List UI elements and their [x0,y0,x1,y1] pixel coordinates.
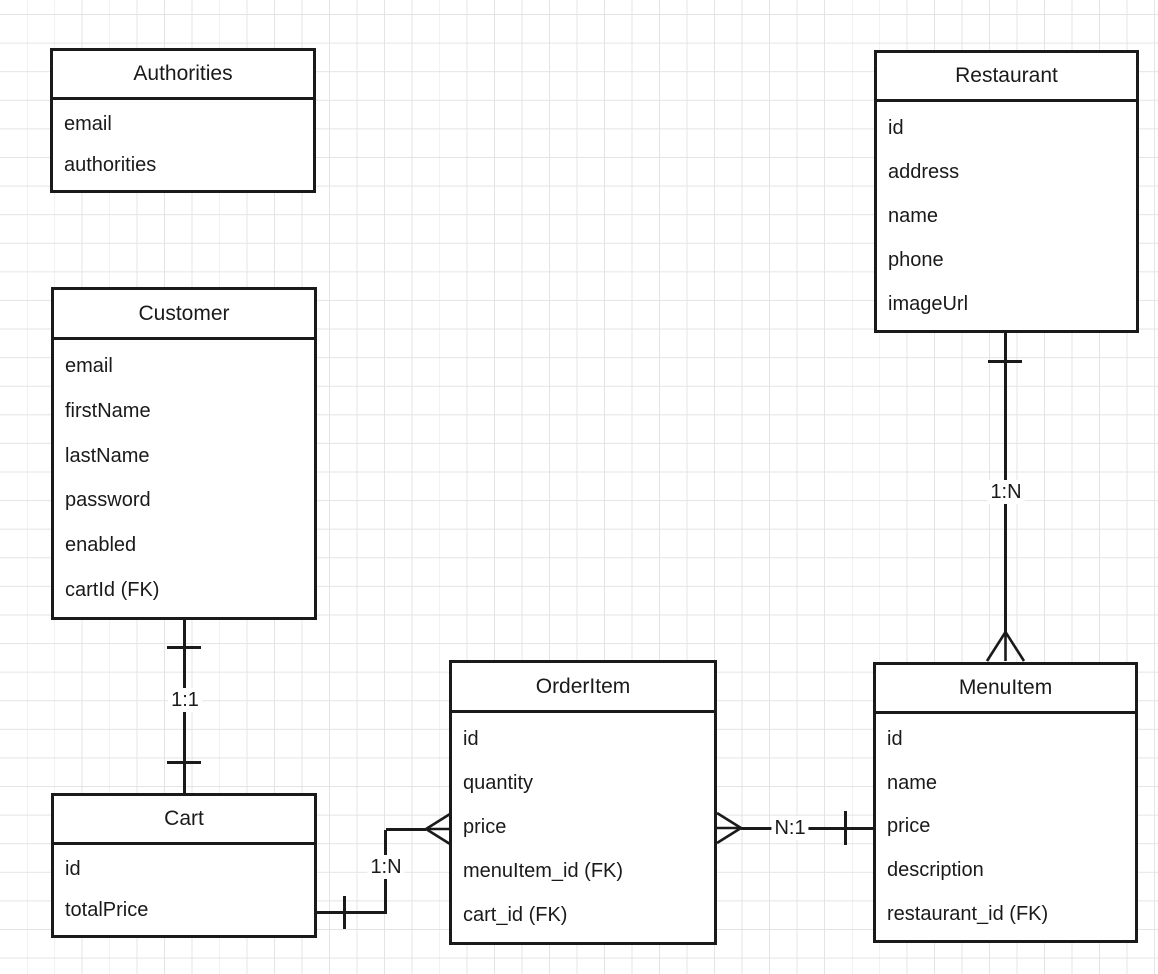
entity-attribute: firstName [65,399,151,422]
entity-attribute: authorities [64,154,157,176]
entity-attribute: price [887,815,931,838]
crow-foot-many-icon [716,811,742,845]
one-tick-icon [167,761,201,764]
entity-attribute: id [888,116,904,139]
entity-attribute: email [65,354,113,377]
crow-foot-many-icon [985,631,1026,662]
entity-attribute: name [888,204,939,227]
entity-title: Cart [54,796,314,845]
entity-attribute: id [463,727,479,750]
crow-foot-many-icon [425,812,451,846]
entity-title: OrderItem [452,663,714,713]
entity-attribute: cart_id (FK) [463,904,568,927]
entity-attributes: id name price description restaurant_id (FK) [876,714,1135,940]
one-tick-icon [167,646,201,649]
entity-restaurant[interactable]: Restaurant id address name phone imageUrl [874,50,1139,333]
entity-attribute: price [463,816,507,838]
one-tick-icon [988,360,1022,363]
entity-attribute: address [888,160,960,183]
entity-attribute: id [887,728,903,751]
entity-attribute: menuItem_id (FK) [463,860,624,883]
entity-attribute: enabled [65,534,137,557]
cardinality-label[interactable]: 1:N [367,855,405,879]
entity-title: Customer [54,290,314,340]
connector-line [386,828,426,831]
entity-attributes: id quantity price menuItem_id (FK) cart_id (… [452,713,714,942]
entity-title: MenuItem [876,665,1135,714]
entity-attribute: lastName [65,444,150,467]
entity-authorities[interactable]: Authorities email authorities [50,48,316,193]
one-tick-icon [343,896,346,929]
entity-attribute: imageUrl [888,292,969,315]
entity-attribute: email [64,113,112,135]
entity-attributes: email firstName lastName password enabled car… [54,340,314,617]
entity-attribute: phone [888,248,944,271]
entity-menuitem[interactable]: MenuItem id name price description restauran… [873,662,1138,943]
one-tick-icon [844,811,847,845]
entity-attribute: id [65,858,81,880]
entity-title: Restaurant [877,53,1136,102]
entity-title: Authorities [53,51,313,100]
cardinality-label[interactable]: 1:N [987,480,1025,504]
entity-attributes: id totalPrice [54,845,314,935]
entity-attribute: cartId (FK) [65,579,160,602]
entity-attribute: quantity [463,771,534,794]
entity-attributes: email authorities [53,100,313,190]
entity-attribute: totalPrice [65,899,149,921]
entity-orderitem[interactable]: OrderItem id quantity price menuItem_id (FK… [449,660,717,945]
entity-attribute: name [887,771,938,794]
connector-line [317,911,387,914]
entity-attribute: password [65,489,151,512]
cardinality-label[interactable]: 1:1 [168,688,202,712]
entity-attribute: description [887,859,984,882]
cardinality-label[interactable]: N:1 [771,816,809,840]
entity-cart[interactable]: Cart id totalPrice [51,793,317,938]
entity-attributes: id address name phone imageUrl [877,102,1136,330]
entity-attribute: restaurant_id (FK) [887,902,1049,925]
